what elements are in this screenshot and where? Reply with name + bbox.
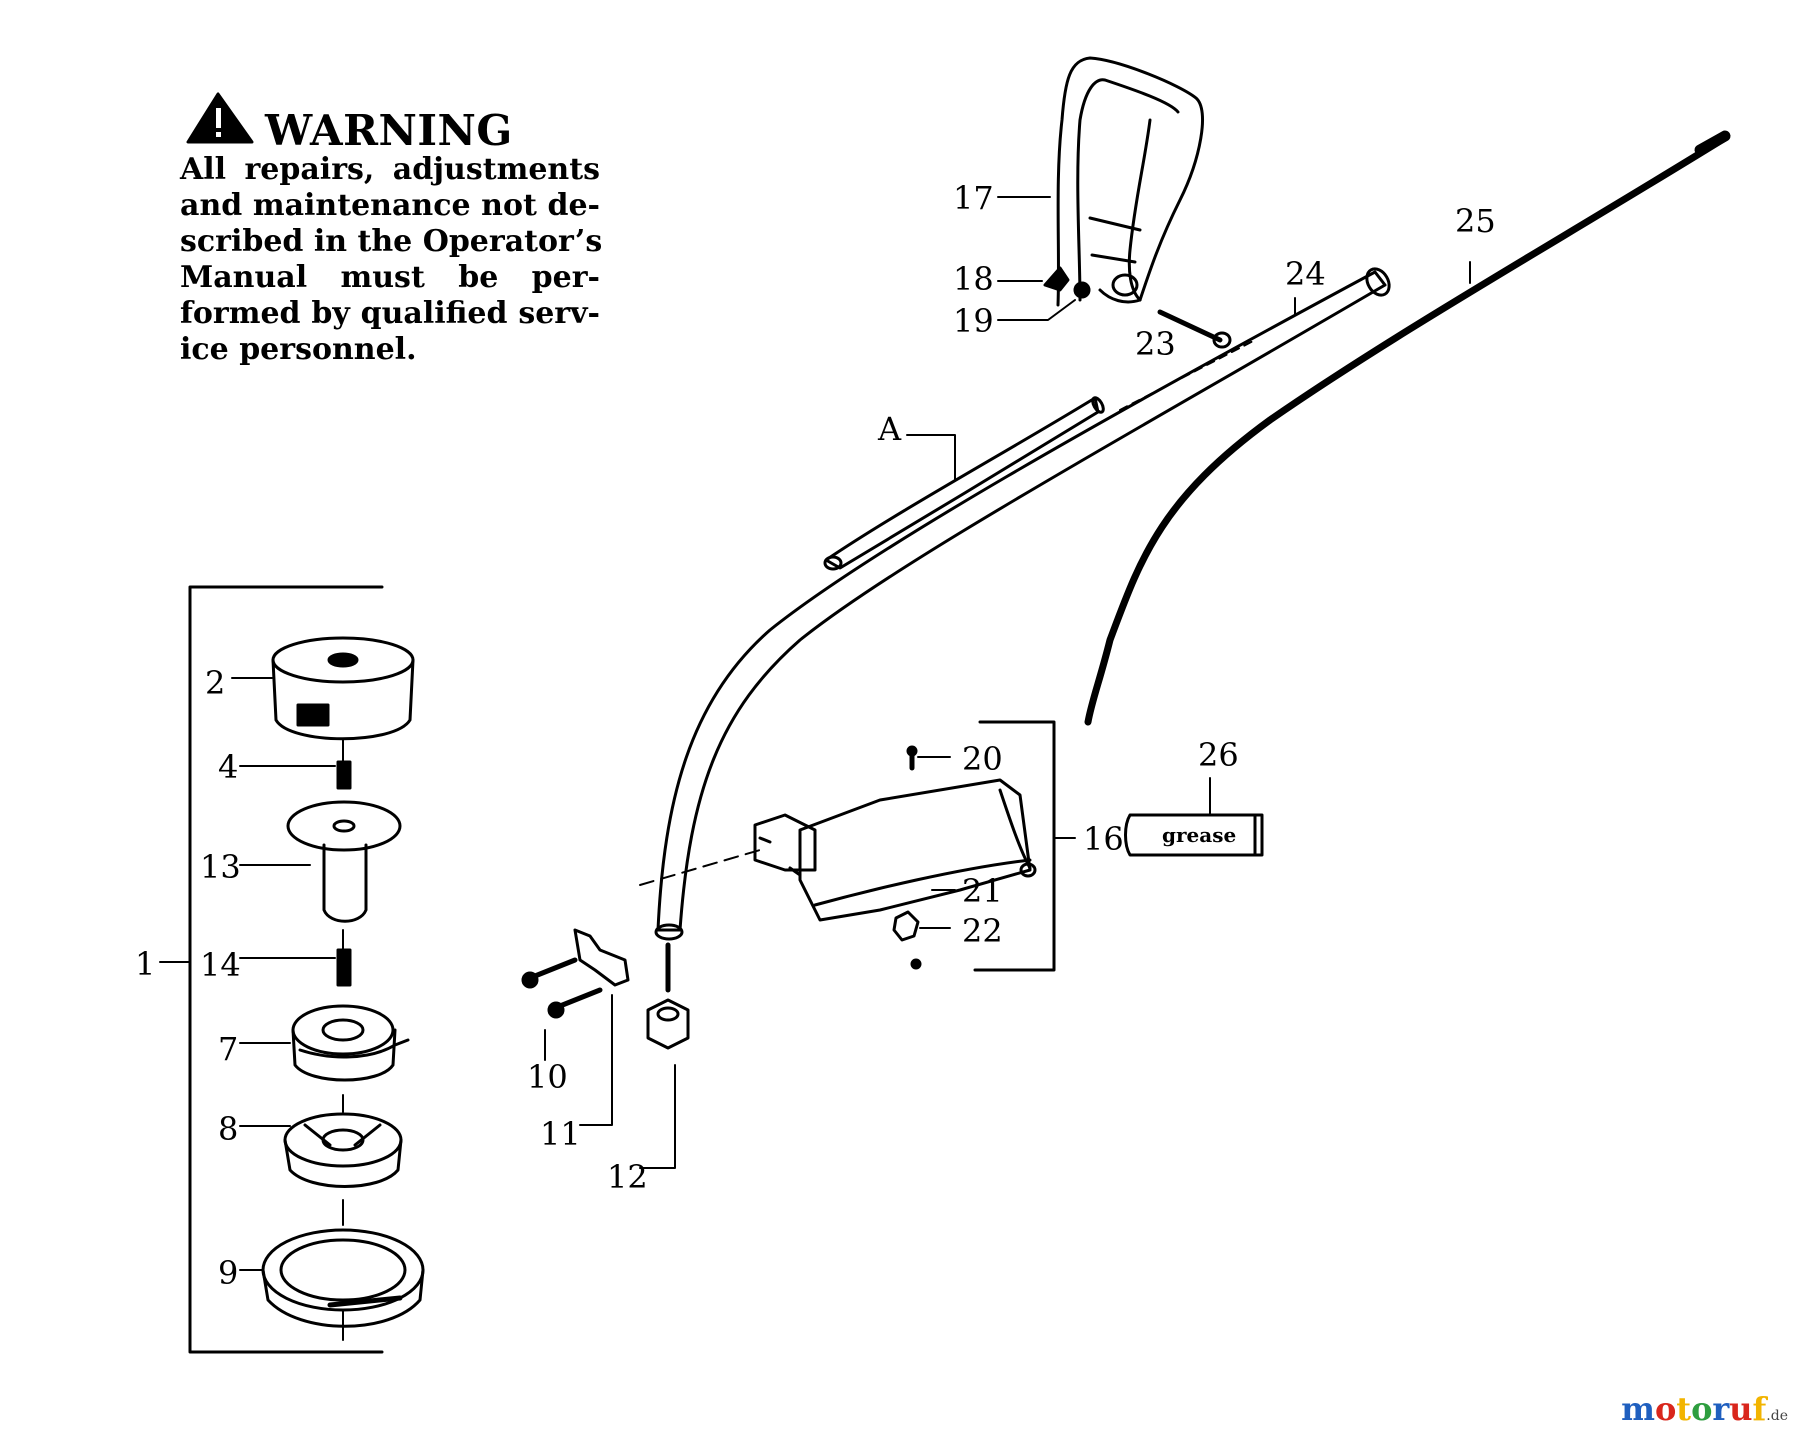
spool-base	[283, 1112, 403, 1188]
callout-22: 22	[962, 912, 1003, 950]
watermark-suffix: .de	[1766, 1408, 1788, 1424]
washer	[1073, 281, 1091, 299]
callout-12: 12	[607, 1158, 648, 1196]
watermark-letter: r	[1712, 1390, 1730, 1428]
callout-26: 26	[1198, 736, 1239, 774]
warning-line: scribed in the Operator’s	[180, 224, 603, 259]
callout-19: 19	[953, 302, 994, 340]
pin	[1157, 309, 1223, 343]
line-spool	[291, 1004, 410, 1082]
spool-hub	[286, 800, 402, 923]
callout-23: 23	[1135, 325, 1176, 363]
callout-21: 21	[962, 872, 1003, 910]
callout-1: 1	[135, 945, 155, 983]
guard-nut	[892, 910, 920, 942]
callout-17: 17	[953, 179, 994, 217]
assembly-bracket	[188, 585, 384, 1354]
warning-triangle-icon	[186, 92, 254, 144]
flex-shaft	[1084, 134, 1729, 726]
callout-25: 25	[1455, 202, 1496, 240]
callout-14: 14	[200, 946, 241, 984]
part-a-strip	[824, 396, 1100, 570]
callout-18: 18	[953, 260, 994, 298]
callout-2: 2	[205, 664, 225, 702]
watermark-letter: u	[1729, 1390, 1753, 1428]
warning-text: All repairs, adjustments and maintenance…	[180, 152, 603, 368]
small-spring	[336, 948, 352, 987]
watermark-brand: motoruf	[1621, 1390, 1766, 1428]
callout-13: 13	[200, 848, 241, 886]
warning-line: formed by qualified serv-	[180, 296, 600, 331]
assist-handle	[1056, 56, 1204, 307]
hex-nut	[646, 998, 690, 1050]
callout-9: 9	[218, 1254, 238, 1292]
spool-cover	[271, 636, 415, 741]
watermark-letter: f	[1752, 1390, 1767, 1428]
callout-20: 20	[962, 740, 1003, 778]
callout-7: 7	[218, 1030, 238, 1068]
wing-bolt	[1043, 266, 1070, 292]
grease-label: grease	[1162, 823, 1236, 847]
watermark-letter: o	[1691, 1390, 1713, 1428]
watermark-letter: o	[1654, 1390, 1677, 1428]
shaft-tube	[656, 270, 1387, 932]
watermark-letter: m	[1621, 1390, 1655, 1428]
warning-title: WARNING	[265, 106, 513, 155]
callout-10: 10	[527, 1058, 568, 1096]
callout-4: 4	[218, 748, 238, 786]
clamp	[573, 928, 630, 987]
guard	[753, 778, 1037, 922]
watermark: motoruf.de	[1621, 1390, 1788, 1428]
grease-tube	[1124, 813, 1264, 857]
spring	[336, 760, 352, 790]
guard-bracket	[973, 720, 1056, 972]
warning-line: All repairs, adjustments	[180, 152, 600, 187]
warning-line: ice personnel.	[180, 332, 417, 367]
flex-shaft-tip	[1694, 130, 1731, 156]
callout-24: 24	[1285, 255, 1326, 293]
warning-line: and maintenance not de-	[180, 188, 600, 223]
callout-11: 11	[540, 1115, 581, 1153]
callout-16: 16	[1083, 820, 1124, 858]
callout-8: 8	[218, 1110, 238, 1148]
guard-washer	[910, 958, 922, 970]
warning-line: Manual must be per-	[180, 260, 600, 295]
watermark-letter: t	[1676, 1390, 1692, 1428]
callout-a: A	[877, 410, 902, 448]
